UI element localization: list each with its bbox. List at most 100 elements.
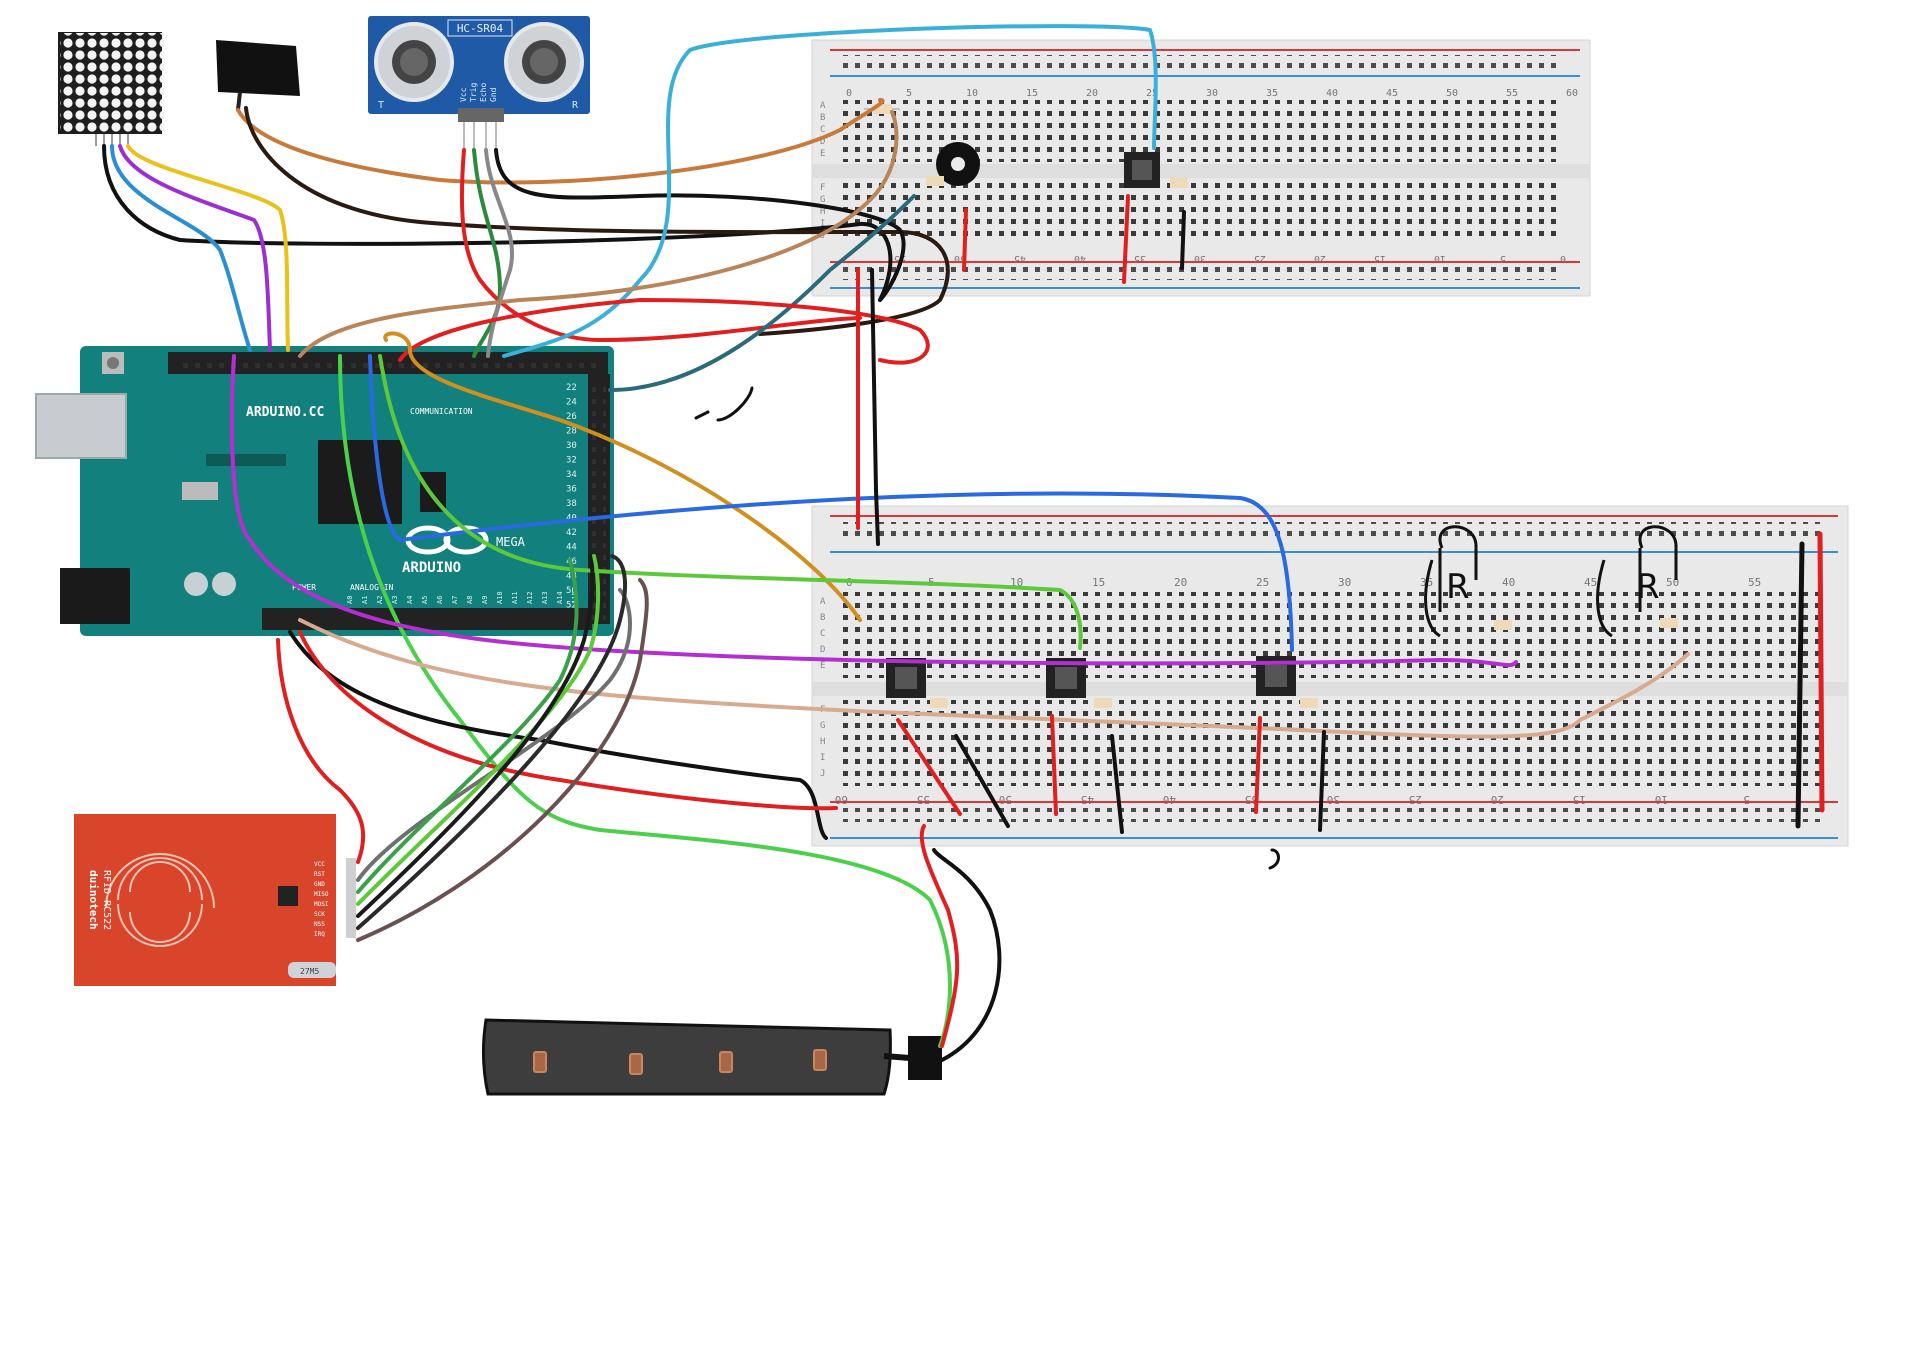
pin-label: A13 <box>541 591 549 604</box>
wire-strip-black <box>932 848 1002 1062</box>
arduino-logo-text: ARDUINO <box>402 560 461 576</box>
column-label: 5 <box>906 88 912 99</box>
wire-rail-black <box>1795 541 1805 829</box>
column-label: 5 <box>1743 793 1750 806</box>
wire-rfid-red <box>276 638 366 864</box>
pin-label: A9 <box>481 596 489 604</box>
column-label: 45 <box>1584 576 1597 589</box>
pin-label: MOSI <box>314 901 329 908</box>
sensor-title: HC-SR04 <box>457 22 504 35</box>
column-label: 5 <box>1500 253 1506 264</box>
wire-rfid-green-2 <box>356 554 601 906</box>
arduino-comm-label: COMMUNICATION <box>410 407 473 416</box>
column-label: 15 <box>1026 88 1038 99</box>
pin-label: GND <box>314 881 325 888</box>
pin-label: A2 <box>376 596 384 604</box>
pin-label: 42 <box>566 528 577 538</box>
sensor-mark-t: T <box>378 100 384 111</box>
ldr-1-letter: R <box>1446 567 1470 607</box>
column-label: 30 <box>1194 253 1206 264</box>
pin-label: A12 <box>526 591 534 604</box>
wire-jumper-black <box>870 268 880 546</box>
ultrasonic-sensor: HC-SR04 T R Vcc Trig Echo Gnd <box>368 16 590 150</box>
pin-label: A1 <box>361 596 369 604</box>
column-label: 25 <box>1146 88 1158 99</box>
wire-rfid-grey <box>356 588 632 882</box>
arduino-analog-label: ANALOG IN <box>350 583 394 592</box>
column-label: 10 <box>1434 253 1446 264</box>
row-label: H <box>820 737 825 747</box>
pin-label: A8 <box>466 596 474 604</box>
column-label: 55 <box>917 793 930 806</box>
pin-label: A14 <box>556 591 564 604</box>
column-label: 40 <box>1074 253 1086 264</box>
wire-rail-red <box>1817 531 1825 813</box>
row-label: I <box>820 753 825 763</box>
pin-label: VCC <box>314 861 325 868</box>
arduino-power-label: POWER <box>292 583 316 592</box>
row-label: G <box>820 195 825 205</box>
led-strip-led-1 <box>533 1051 547 1073</box>
ldr-2-letter: R <box>1636 567 1660 607</box>
rfid-name: RFID-RC522 <box>101 870 112 930</box>
wire-module-black <box>244 106 950 336</box>
column-label: 0 <box>1560 253 1566 264</box>
scribble-hook <box>1268 848 1280 870</box>
column-label: 60 <box>835 793 848 806</box>
wire-bottom-black <box>288 630 828 840</box>
wires <box>102 24 1825 1062</box>
led-strip-led-3 <box>719 1051 733 1073</box>
led-strip-led-4 <box>813 1049 827 1071</box>
bottom-header <box>262 608 592 630</box>
wire-sensor-red <box>459 148 862 342</box>
column-label: 10 <box>1655 793 1668 806</box>
wire-module-brown <box>236 98 885 185</box>
column-label: 30 <box>1338 576 1351 589</box>
arduino-model: MEGA <box>496 535 526 549</box>
led-strip-led-2 <box>629 1053 643 1075</box>
column-label: 10 <box>966 88 978 99</box>
row-label: I <box>820 219 825 229</box>
wire-matrix-blue <box>110 144 252 352</box>
column-label: 40 <box>1163 793 1176 806</box>
scribble-check <box>694 386 754 422</box>
column-label: 25 <box>1256 576 1269 589</box>
row-label: D <box>820 645 825 655</box>
main-chip <box>318 440 402 524</box>
black-module <box>216 40 300 111</box>
row-label: C <box>820 125 825 135</box>
column-label: 45 <box>1014 253 1026 264</box>
row-label: E <box>820 661 825 671</box>
column-label: 25 <box>1254 253 1266 264</box>
pin-label: 50 <box>566 586 577 596</box>
wire-matrix-black <box>102 144 893 302</box>
row-label: A <box>820 101 826 111</box>
wire-rfid-green-1 <box>356 558 579 894</box>
wire-green-button <box>378 354 1083 650</box>
pin-label: 52 <box>566 601 577 611</box>
svg-text:Echo: Echo <box>479 83 488 102</box>
led-strip <box>481 1018 942 1096</box>
row-label: F <box>820 183 825 193</box>
pin-label: A0 <box>346 596 354 604</box>
wire-red-loop <box>398 298 930 365</box>
pushbutton-bottom-1 <box>886 658 948 708</box>
pin-label: A5 <box>421 596 429 604</box>
row-label: J <box>820 769 825 779</box>
column-label: 40 <box>1502 576 1515 589</box>
column-label: 50 <box>954 253 966 264</box>
pin-label: SCK <box>314 911 325 918</box>
pin-label: IRQ <box>314 931 325 938</box>
row-label: B <box>820 613 825 623</box>
svg-text:Gnd: Gnd <box>489 87 498 102</box>
pin-label: A6 <box>436 596 444 604</box>
wire-green-strip <box>338 354 952 1048</box>
wire-sensor-green <box>472 148 502 358</box>
row-label: A <box>820 597 826 607</box>
pin-label: 36 <box>566 485 577 495</box>
pin-label: A4 <box>406 596 414 604</box>
column-label: 30 <box>1206 88 1218 99</box>
column-label: 55 <box>1748 576 1761 589</box>
